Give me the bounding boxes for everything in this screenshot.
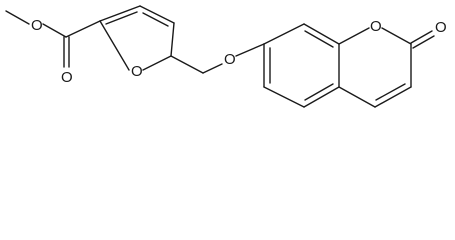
atom-ether-o-linker: O: [224, 51, 236, 68]
bond-furan-c5-o: [142, 55, 172, 71]
bond-furan-c2-c3-inner: [105, 11, 138, 25]
bond-methyl-o: [5, 10, 30, 25]
bond-o-coumarin-c7: [235, 43, 265, 57]
bond-c8a-o1: [338, 27, 370, 45]
atom-furan-o: O: [131, 63, 143, 80]
bond-c2-carbonyl-double-b: [412, 35, 435, 49]
bond-furan-c2-c3: [99, 5, 141, 22]
bond-o1-c2: [381, 27, 412, 45]
atom-carbonyl-o-ester: O: [61, 69, 73, 86]
bond-c4-c4a: [338, 86, 376, 108]
atom-carbonyl-o-lactone: O: [435, 19, 447, 36]
molecule-structure: O O O O O O: [5, 5, 447, 108]
bond-c3-c4-inner: [375, 83, 406, 101]
bond-carbonyl-c-furan-c2: [65, 20, 101, 38]
bond-c8-c8a-inner: [304, 30, 334, 48]
bond-furan-c4-c5: [170, 22, 175, 57]
bond-furan-c5-ch2: [170, 55, 204, 74]
bond-c5-c6: [263, 86, 305, 108]
bond-furan-c3-c4: [139, 5, 175, 24]
bond-c7-c8: [263, 23, 305, 45]
atom-ether-o-methyl: O: [31, 17, 43, 34]
bond-ch2-o: [202, 63, 223, 74]
bond-c4a-c5-inner: [304, 83, 334, 101]
bond-o-carbonyl-carbon: [42, 23, 67, 38]
atom-lactone-ring-o: O: [370, 18, 382, 35]
bond-furan-o-c2: [99, 20, 130, 71]
bond-c8-c8a: [303, 23, 340, 45]
bond-furan-c3-c4-inner: [142, 12, 169, 27]
bond-c3-c4: [374, 86, 412, 108]
bond-c4a-c5: [303, 86, 340, 108]
bond-c2-carbonyl-double-a: [410, 30, 433, 44]
